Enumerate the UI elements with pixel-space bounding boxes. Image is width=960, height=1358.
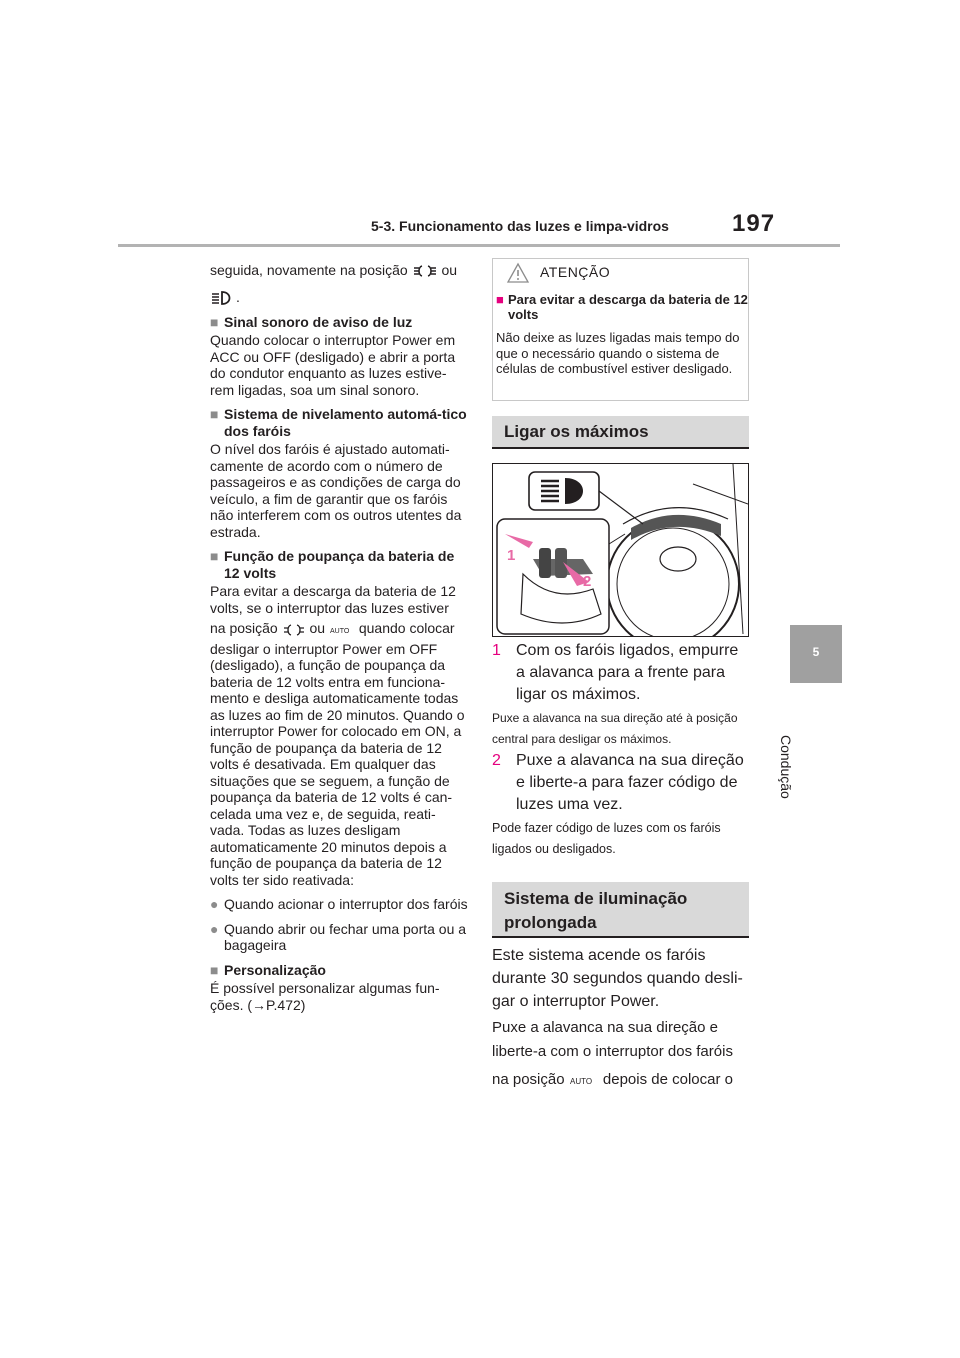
heading-light-warning-buzzer: ■Sinal sonoro de aviso de luz [210, 313, 413, 330]
list-item: ●Quando acionar o interruptor dos faróis [210, 896, 468, 913]
heading-auto-leveling: ■Sistema de nivelamento automá-tico dos … [210, 406, 467, 439]
paragraph-auto-leveling: O nível dos faróis é ajustado automati-c… [210, 441, 462, 540]
section-heading-extended-lighting: Sistema de iluminação prolongada [492, 882, 749, 938]
figure-label-2: 2 [583, 573, 591, 590]
page-number: 197 [732, 210, 776, 237]
chapter-label: Condução [778, 735, 794, 799]
parking-light-icon [283, 623, 304, 636]
auto-icon: AUTO [330, 628, 350, 635]
paragraph-extended-lighting-1: Este sistema acende os faróis durante 30… [492, 947, 743, 1010]
header-rule [118, 244, 840, 247]
intro-paragraph: seguida, novamente na posição ou . [210, 262, 458, 305]
high-beam-icon [541, 478, 583, 504]
paragraph-extended-lighting-3: na posição AUTO depois de colocar o [492, 1071, 733, 1088]
paragraph-battery-saver: Para evitar a descarga da bateria de 12 … [210, 583, 465, 888]
step-1-note: Puxe a alavanca na sua direção até à pos… [492, 711, 738, 746]
heading-battery-saver: ■Função de poupança da bateria de 12 vol… [210, 548, 455, 581]
auto-icon: AUTO [570, 1077, 592, 1086]
warning-heading: ■Para evitar a descarga da bateria de 12… [496, 292, 748, 322]
header-section-title: 5-3. Funcionamento das luzes e limpa-vid… [371, 218, 669, 234]
paragraph-buzzer: Quando colocar o interruptor Power em AC… [210, 332, 456, 398]
paragraph-customization: É possível personalizar algumas fun-ções… [210, 980, 440, 1013]
svg-text:AUTO: AUTO [330, 628, 350, 635]
list-item: ●Quando abrir ou fechar uma porta ou a b… [210, 920, 467, 954]
figure-label-1: 1 [507, 547, 515, 564]
warning-triangle-icon [506, 262, 530, 283]
figure-headlight-lever: 1 2 [492, 463, 749, 651]
heading-customization: ■Personalização [210, 961, 326, 978]
step-2-note: Pode fazer código de luzes com os faróis… [492, 821, 721, 856]
tail-light-icon [413, 265, 436, 278]
headlight-icon [212, 290, 231, 305]
warning-box [492, 258, 749, 401]
warning-title: ATENÇÃO [540, 264, 611, 280]
chapter-number: 5 [812, 645, 820, 659]
chapter-tab: 5 [790, 625, 842, 683]
warning-body: Não deixe as luzes ligadas mais tempo do… [496, 330, 740, 376]
section-heading-high-beams: Ligar os máximos [492, 416, 749, 449]
svg-text:AUTO: AUTO [570, 1077, 592, 1086]
left-column: seguida, novamente na posição ou . ■Sina… [210, 262, 468, 1021]
lever-illustration: 1 2 [496, 463, 749, 651]
paragraph-extended-lighting-2: Puxe a alavanca na sua direção e liberte… [492, 1019, 733, 1060]
